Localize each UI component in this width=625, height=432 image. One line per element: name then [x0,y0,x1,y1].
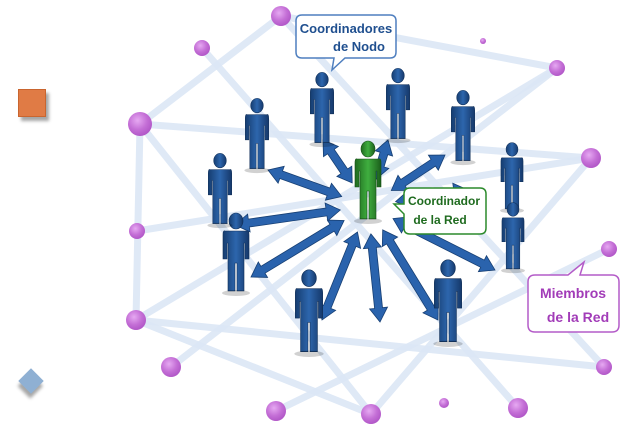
person-head [315,72,329,88]
person-shadow [433,340,463,347]
person-shadow [450,159,476,166]
people-figures [207,68,525,357]
member-dot [161,357,181,377]
node-coordinator-figure [294,269,324,357]
node-coordinator-figure [433,259,463,347]
person-head [301,269,317,287]
person-head [440,259,456,277]
network-link [367,154,595,418]
person-head [506,202,520,217]
member-dot [549,60,565,76]
person-body [208,169,232,224]
person-body [295,288,323,353]
node-coordinator-figure [500,142,524,214]
node-coordinator-figure [385,68,411,144]
callout-network-coordinator-line1: Coordinador [408,194,480,208]
person-head [228,212,244,230]
person-shadow [354,218,382,224]
member-dot [596,359,612,375]
member-dot [361,404,381,424]
person-shadow [501,268,525,274]
person-body [222,230,250,292]
double-arrow-icon [318,231,362,321]
node-coordinator-figure [501,202,525,274]
member-dot [129,223,145,239]
person-shadow [207,222,233,229]
person-green-body [354,158,382,220]
person-shadow [222,290,250,296]
person-shadow [244,167,270,174]
person-shadow [385,137,411,144]
person-head [213,153,227,169]
node-coordinator-figure [207,153,233,229]
callout-node-coordinators-line2: de Nodo [333,39,385,54]
network-link [132,316,608,371]
person-body [386,84,410,139]
network-link [136,12,285,128]
member-dots [126,6,617,424]
network-link [132,120,144,324]
person-shadow [309,141,335,148]
callout-network-members-line1: Miembros [540,285,606,301]
callout-network-coordinator-line2: de la Red [413,213,466,227]
person-shadow [294,350,324,357]
member-dot [480,38,486,44]
person-head [391,68,405,84]
node-coordinator-figure [244,98,270,174]
double-arrow-icon [267,165,343,201]
node-coordinator-figure [450,90,476,166]
person-head [505,142,519,157]
person-head [456,90,470,106]
person-body [245,114,269,169]
member-dot [508,398,528,418]
member-dot [194,40,210,56]
person-body [501,217,525,270]
member-dot [128,112,152,136]
person-body [434,278,462,343]
network-link [132,316,375,418]
callout-network-members-line2: de la Red [547,309,609,325]
member-dot [601,241,617,257]
network-coordinator-figure [354,140,382,224]
node-coordinator-figure [309,72,335,148]
person-head [250,98,264,114]
callout-node-coordinators: Coordinadores de Nodo [295,14,397,73]
callout-network-coordinator: Coordinador de la Red [392,187,487,235]
member-dot [581,148,601,168]
decorative-orange-square [18,89,46,117]
person-body [451,106,475,161]
callout-network-members: Miembros de la Red [527,259,620,333]
member-dot [126,310,146,330]
member-dot [266,401,286,421]
person-green-head [360,140,376,158]
double-arrow-icon [390,154,446,191]
node-coordinator-figure [222,212,250,296]
double-arrow-icon [250,219,345,278]
person-body [310,88,334,143]
callout-node-coordinators-line1: Coordinadores [300,21,392,36]
person-body [500,157,524,210]
member-dot [271,6,291,26]
member-dot [439,398,449,408]
double-arrow-icon [362,233,389,323]
double-arrow-icon [381,229,439,321]
